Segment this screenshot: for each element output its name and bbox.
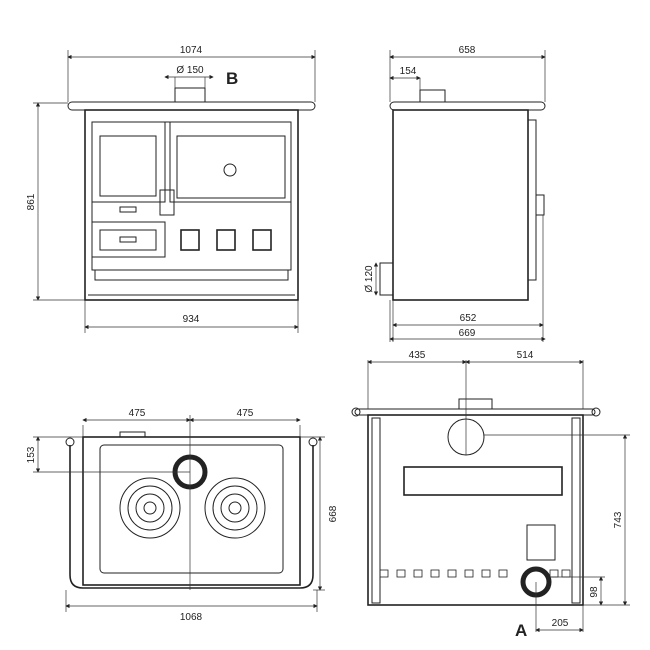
- dim-top-half-right: 475: [237, 408, 254, 419]
- dim-flue-diameter: Ø 150: [176, 65, 204, 76]
- air-inlet: [379, 262, 394, 296]
- dim-top-half-left: 475: [129, 408, 146, 419]
- side-flue-collar: [419, 89, 446, 103]
- dim-rear-inlet-offset: 205: [552, 618, 569, 629]
- dim-inlet-diameter: Ø 120: [364, 265, 375, 293]
- dim-rear-inlet-height: 98: [589, 586, 600, 598]
- dim-front-width-body: 934: [183, 314, 200, 325]
- inlet-label-a: A: [515, 621, 527, 640]
- flue-collar: [174, 87, 206, 103]
- towel-rail: [69, 445, 314, 589]
- front-view: 1074 Ø 150 B 861 934: [26, 45, 316, 333]
- dim-top-flue-offset: 153: [26, 446, 37, 463]
- dim-side-depth-total: 669: [459, 328, 476, 339]
- oven-window: [176, 135, 286, 199]
- dim-side-flue-offset: 154: [400, 66, 417, 77]
- dim-rear-left-offset: 435: [409, 350, 426, 361]
- cooktop-plate: [99, 444, 284, 574]
- dim-top-width: 1068: [180, 612, 203, 623]
- firebox-door: [91, 121, 166, 203]
- dim-rear-flue-height: 743: [613, 511, 624, 528]
- ash-drawer: [91, 221, 166, 258]
- dim-side-depth-top: 658: [459, 45, 476, 56]
- stove-body: [84, 109, 299, 301]
- rear-rim: [354, 408, 596, 416]
- hob-right-icon: [204, 477, 266, 539]
- dim-top-depth: 668: [328, 505, 339, 522]
- rear-panel: [403, 466, 563, 496]
- dim-front-width-top: 1074: [180, 45, 203, 56]
- rear-plate: [526, 524, 556, 561]
- top-frame: [82, 436, 301, 586]
- top-view: 475 475 153 668 1068: [26, 408, 339, 623]
- flue-label-b: B: [226, 69, 238, 88]
- hob-left-icon: [119, 477, 181, 539]
- dim-front-height: 861: [26, 193, 37, 210]
- rear-view: 435 514 743 98 205 A: [351, 350, 630, 640]
- rear-body: [367, 414, 584, 606]
- dim-side-depth-body: 652: [460, 313, 477, 324]
- oven-door: [169, 121, 292, 203]
- side-view: 658 154 Ø 120 652 669: [364, 45, 546, 342]
- firebox-window: [99, 135, 157, 197]
- door-handle: [159, 189, 175, 216]
- cooktop-rim: [67, 101, 316, 111]
- side-rim: [389, 101, 546, 111]
- thermometer-icon: [223, 163, 237, 177]
- dim-rear-right-offset: 514: [517, 350, 534, 361]
- side-body: [392, 109, 529, 301]
